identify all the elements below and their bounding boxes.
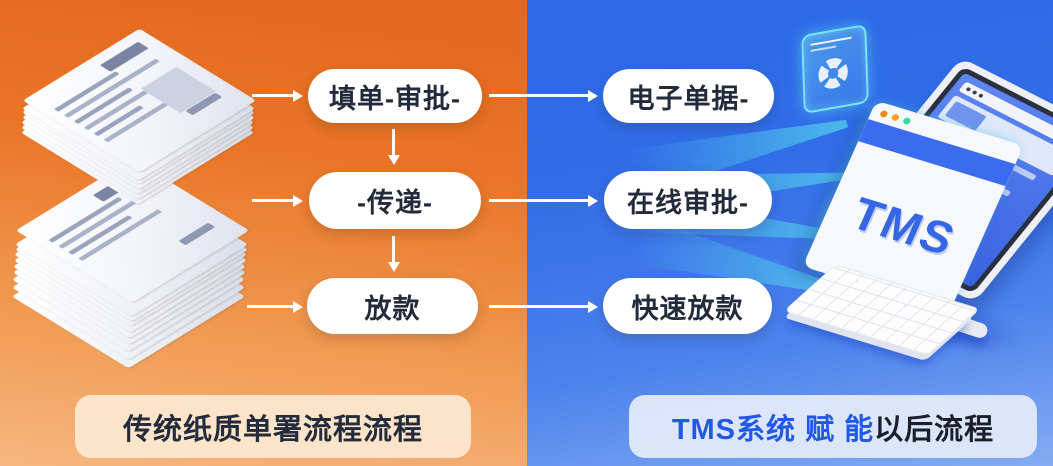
arrow-down-icon xyxy=(392,129,395,156)
arrow-right-icon xyxy=(252,199,294,202)
right-caption-rest: 以后流程 xyxy=(874,413,995,446)
flow-step-online-approval: 在线审批- xyxy=(604,171,772,229)
flow-step-fast-loan: 快速放款 xyxy=(603,278,772,334)
flow-step-loan: 放款 xyxy=(307,278,478,334)
flow-step-label: 在线审批- xyxy=(627,187,749,218)
flow-step-transfer: -传递- xyxy=(309,172,481,229)
flow-step-fill-approval: 填单-审批- xyxy=(308,69,482,123)
arrow-right-icon xyxy=(252,94,294,97)
flow-step-label: 填单-审批- xyxy=(329,83,461,114)
left-caption-text: 传统纸质单署流程流程 xyxy=(122,413,423,446)
arrow-right-icon xyxy=(247,305,294,308)
arrow-down-icon xyxy=(392,236,395,263)
paper-stack-illustration xyxy=(0,0,320,430)
flow-step-label: 电子单据- xyxy=(627,83,750,114)
window-dot-amber xyxy=(890,112,901,122)
shutter-icon xyxy=(817,55,849,92)
right-caption-highlight: TMS系统 赋 能 xyxy=(671,413,875,446)
arrow-right-icon xyxy=(489,305,589,308)
flow-step-label: 放款 xyxy=(364,293,421,324)
window-dot-orange xyxy=(879,109,889,118)
arrow-right-icon xyxy=(489,199,589,202)
arrow-right-icon xyxy=(489,94,589,97)
left-caption: 传统纸质单署流程流程 xyxy=(75,395,471,458)
flow-step-edocuments: 电子单据- xyxy=(603,69,774,123)
flow-step-label: 快速放款 xyxy=(631,293,744,324)
flow-step-label: -传递- xyxy=(357,188,433,218)
right-caption: TMS系统 赋 能以后流程 xyxy=(629,395,1037,458)
tms-logo-text: TMS xyxy=(844,187,964,266)
window-dot-green xyxy=(902,116,912,125)
app-window-icon xyxy=(801,23,869,115)
